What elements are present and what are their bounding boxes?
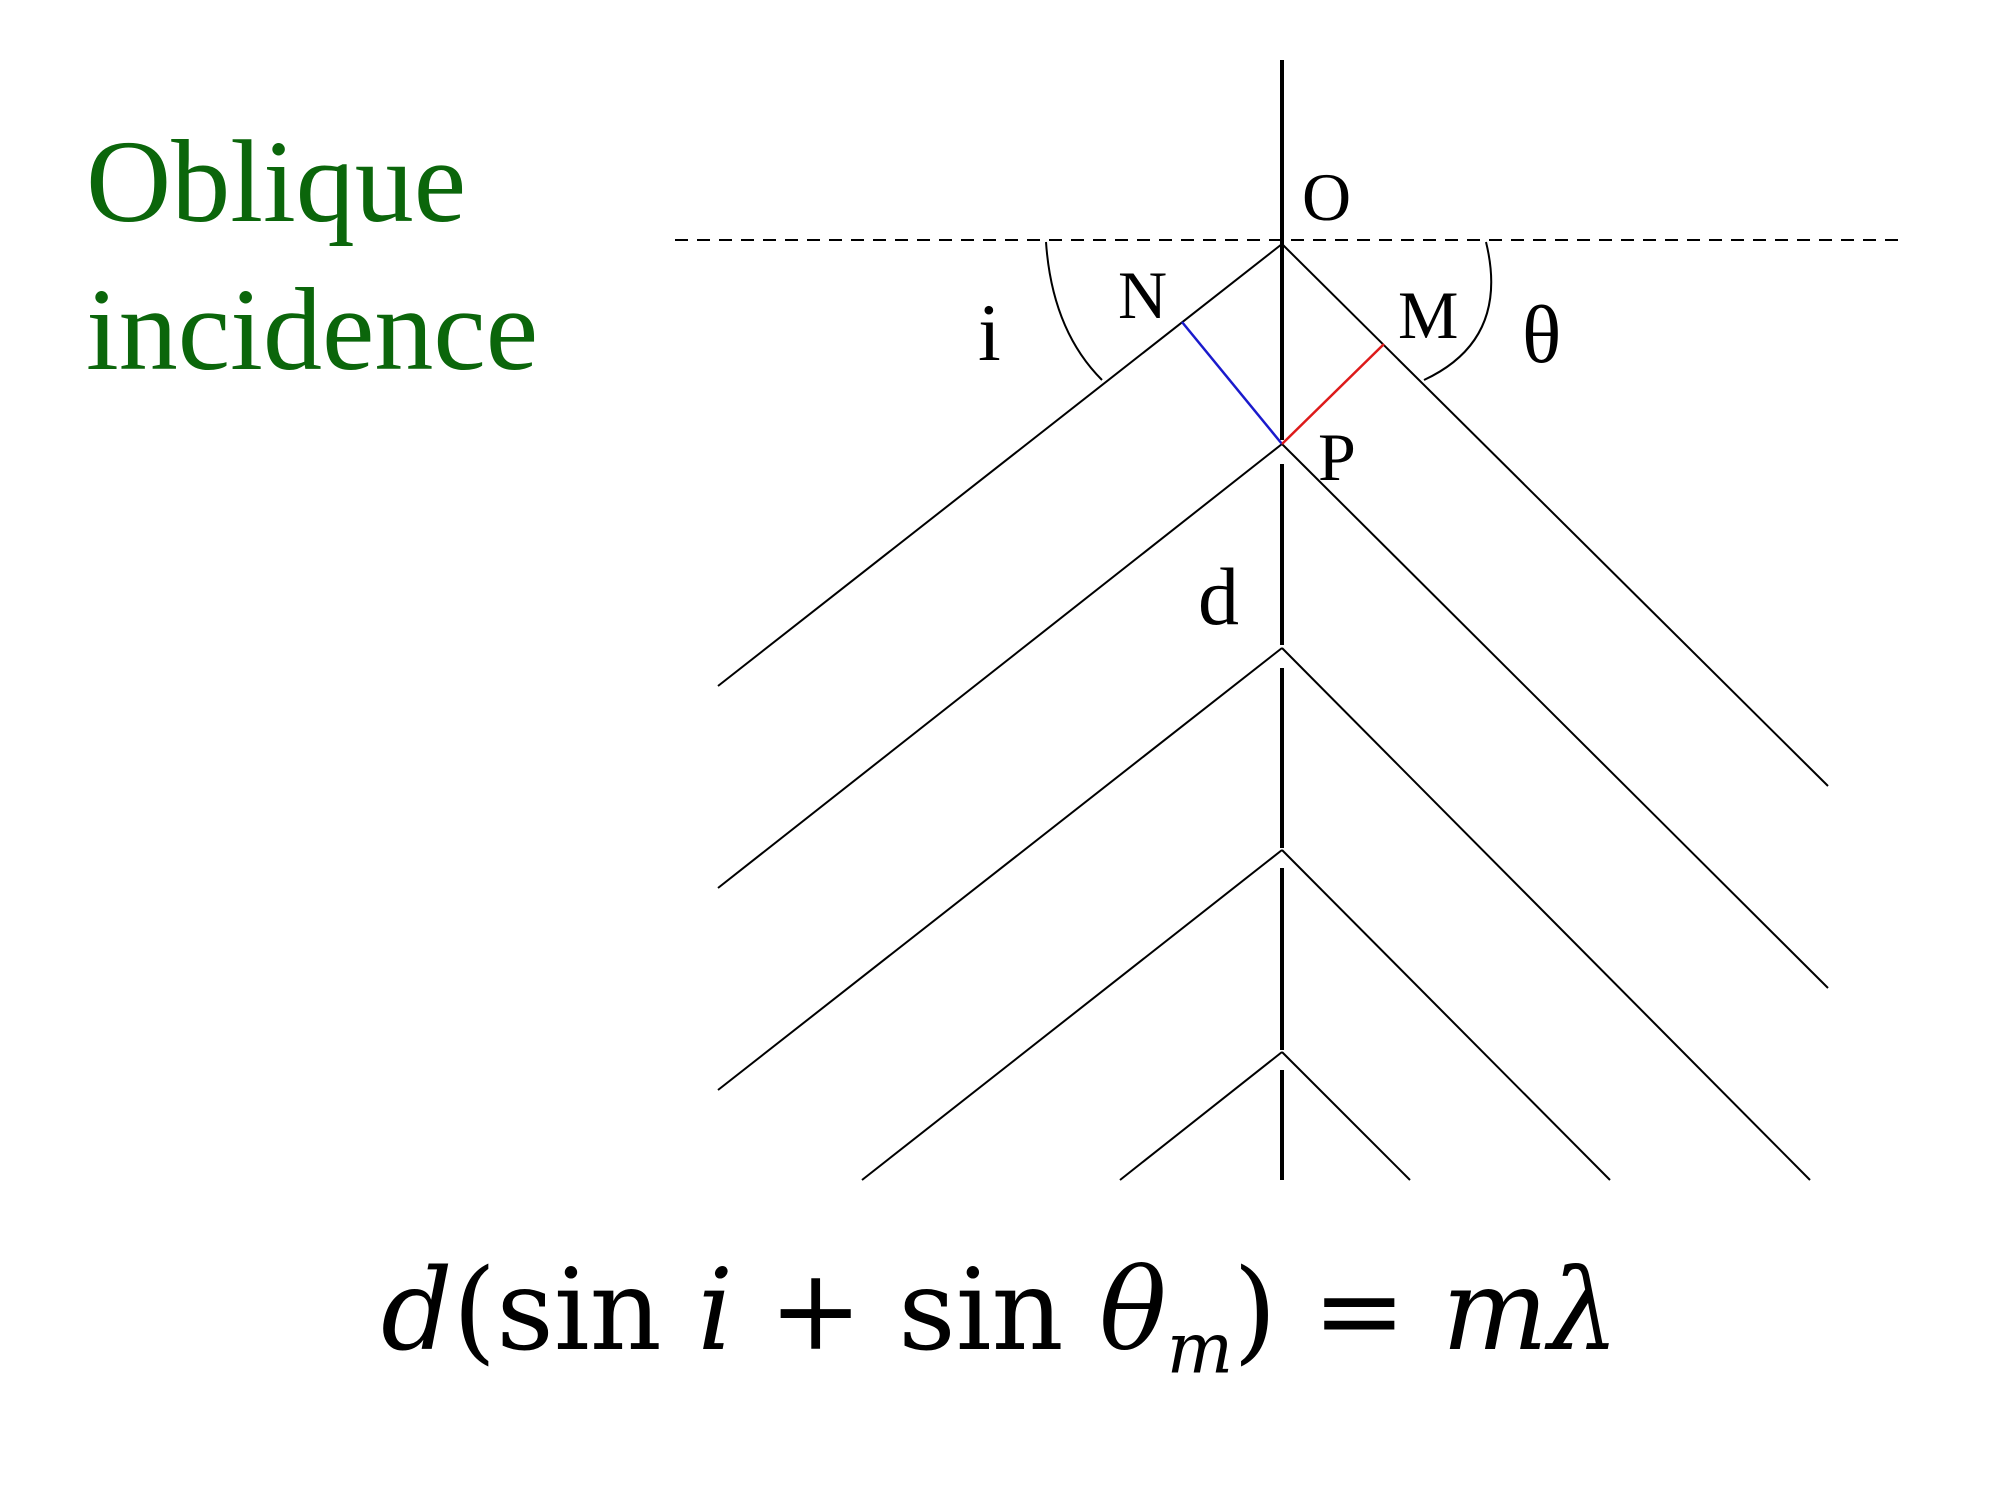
incident-ray [717,647,1283,1091]
incident-ray [861,849,1283,1181]
label-N: N [1118,257,1167,333]
grating-equation: d(sin i + sin θm) = mλ [0,1236,2000,1423]
formula-i: i [697,1246,734,1376]
incident-ray [717,243,1283,687]
title-line-1: Oblique [86,116,467,247]
formula-theta: θ [1099,1246,1167,1376]
formula-m: m [1441,1246,1549,1376]
formula-plus: + sin [733,1246,1100,1376]
formula-open: (sin [452,1246,698,1376]
label-O: O [1302,159,1351,235]
formula-lambda: λ [1548,1246,1620,1376]
segment-PM [1281,343,1385,445]
angle-arc-i [1045,241,1103,381]
incident-ray [717,443,1283,889]
title-line-2: incidence [86,264,539,395]
label-theta: θ [1522,289,1561,380]
slide-title: Oblique incidence [86,108,538,404]
angle-arc-theta [1423,241,1493,381]
diffracted-ray [1281,647,1811,1181]
diffracted-rays [1281,243,1829,1181]
diffracted-ray [1281,1051,1411,1181]
incident-rays [717,243,1283,1181]
incident-ray [1119,1051,1283,1181]
formula-d: d [380,1246,453,1376]
formula-close: ) = [1233,1246,1442,1376]
diffracted-ray [1281,243,1829,787]
segment-NP [1181,321,1283,445]
label-M: M [1398,277,1458,353]
label-i: i [978,287,1001,378]
diffracted-ray [1281,443,1829,989]
formula-sub-m: m [1166,1307,1234,1390]
label-d: d [1198,551,1239,642]
label-P: P [1318,419,1356,495]
diffracted-ray [1281,849,1611,1181]
